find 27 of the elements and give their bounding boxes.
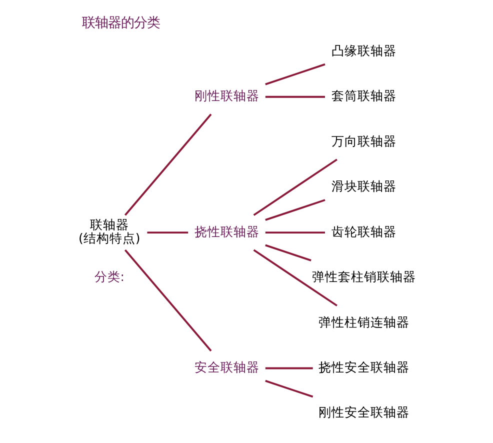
node-text: 凸缘联轴器 — [331, 42, 396, 58]
connector — [265, 232, 325, 234]
connector — [265, 199, 326, 221]
node-text: 刚性安全联轴器 — [318, 404, 410, 420]
node-text: 挠性联轴器 — [194, 224, 260, 239]
connector — [253, 249, 338, 306]
node-text: 弹性柱销连轴器 — [318, 314, 410, 330]
connector — [147, 232, 188, 234]
node-text: 套筒联轴器 — [331, 88, 396, 104]
node-text: 挠性安全联轴器 — [318, 360, 410, 375]
connector — [124, 249, 212, 352]
node-text: 齿轮联轴器 — [331, 224, 396, 239]
node-text: 弹性套柱销联轴器 — [312, 269, 416, 284]
connector — [265, 96, 325, 98]
connector — [124, 114, 212, 216]
label: 分类: — [94, 269, 124, 284]
node-text: 滑块联轴器 — [331, 178, 396, 194]
node-text: 联轴器 (结构特点) — [78, 217, 140, 246]
node-text: 万向联轴器 — [331, 133, 396, 148]
connector — [253, 158, 338, 216]
connector — [265, 63, 326, 86]
node-text: 刚性联轴器 — [194, 88, 260, 104]
node-text: 安全联轴器 — [194, 360, 260, 375]
connector — [265, 380, 314, 398]
diagram-title: 联轴器的分类 — [82, 14, 160, 31]
connector — [265, 244, 312, 262]
connector — [265, 367, 313, 370]
